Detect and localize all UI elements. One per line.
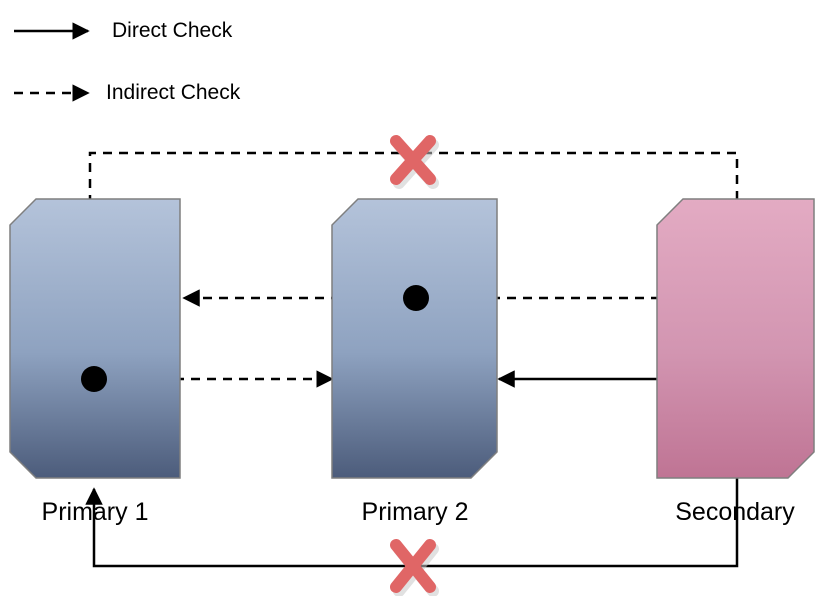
junction-dot-primary1 xyxy=(81,366,107,392)
node-label-secondary: Secondary xyxy=(675,498,795,526)
node-primary1[interactable] xyxy=(9,198,181,479)
node-label-primary1: Primary 1 xyxy=(41,498,149,526)
node-secondary[interactable] xyxy=(656,198,815,479)
blocked-marker-bottom xyxy=(390,539,439,596)
blocked-marker-top xyxy=(390,135,439,189)
junction-dot-primary2 xyxy=(403,285,429,311)
legend-label-indirect: Indirect Check xyxy=(106,81,241,104)
node-primary2[interactable] xyxy=(331,198,498,479)
node-label-primary2: Primary 2 xyxy=(361,498,469,526)
legend-label-direct: Direct Check xyxy=(112,19,233,42)
